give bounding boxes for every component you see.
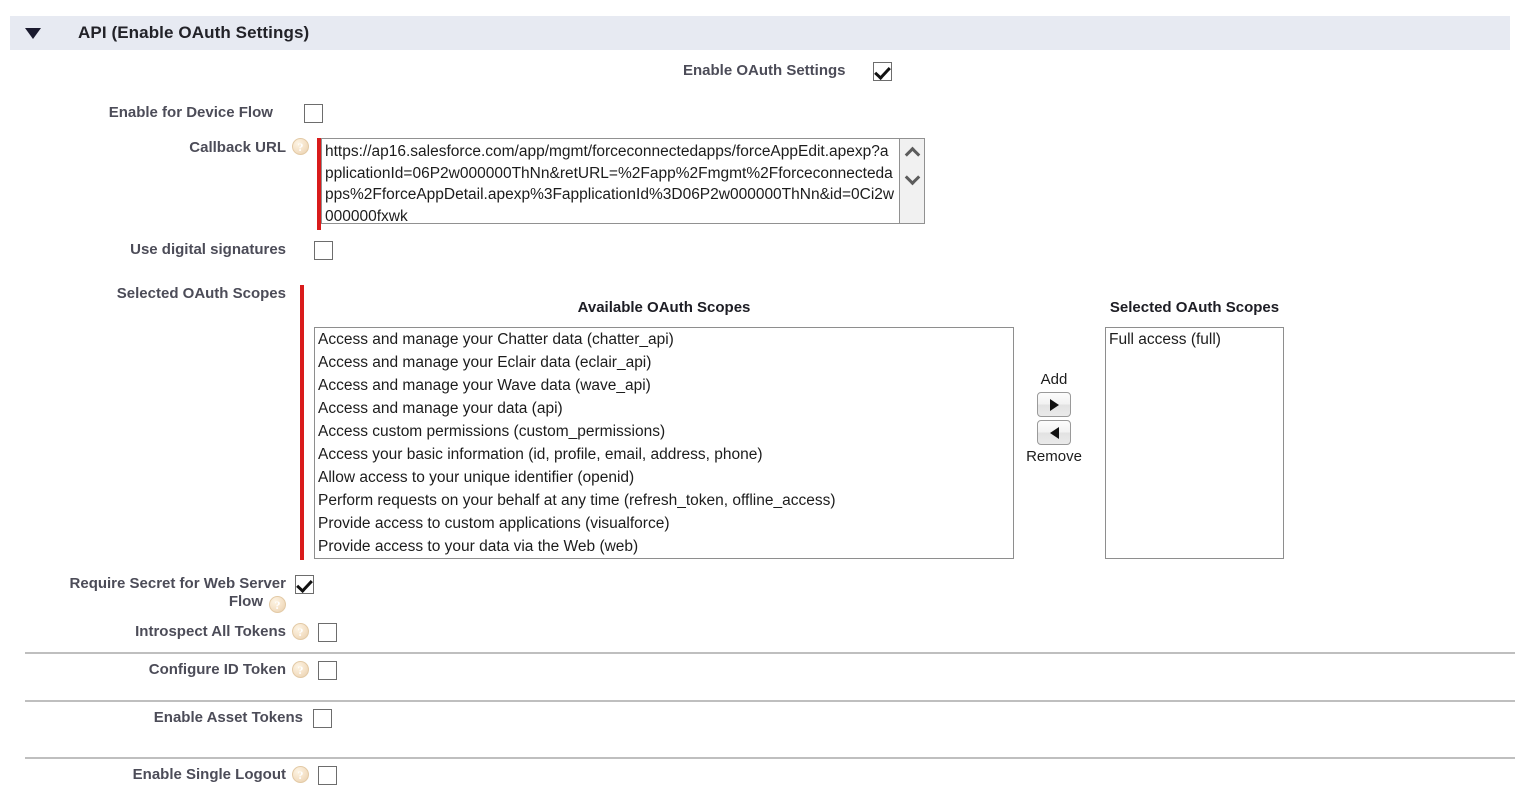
field-introspect-all-tokens: Introspect All Tokens ?: [110, 623, 337, 642]
help-question-icon[interactable]: ?: [292, 661, 309, 678]
callback-url-input[interactable]: https://ap16.salesforce.com/app/mgmt/for…: [321, 138, 899, 224]
add-scope-button[interactable]: [1037, 392, 1071, 417]
remove-scope-button[interactable]: [1037, 420, 1071, 445]
list-item[interactable]: Access and manage your Wave data (wave_a…: [318, 377, 651, 394]
add-button-caption: Add: [1040, 371, 1068, 388]
selected-scopes-header: Selected OAuth Scopes: [1109, 299, 1280, 316]
required-indicator: [317, 138, 321, 230]
required-indicator-scopes: [300, 285, 304, 560]
field-enable-single-logout: Enable Single Logout ?: [112, 766, 337, 785]
divider: [25, 757, 1515, 759]
checkbox-enable-oauth-settings[interactable]: [872, 62, 892, 81]
field-label-callback-url: Callback URL: [189, 139, 286, 156]
triangle-down-icon: [25, 27, 41, 39]
remove-button-caption: Remove: [1026, 448, 1082, 465]
list-item[interactable]: Full access (full): [1109, 331, 1221, 348]
checkbox-configure-id-token[interactable]: [318, 661, 337, 680]
list-item[interactable]: Perform requests on your behalf at any t…: [318, 492, 836, 509]
list-item[interactable]: Access and manage your Eclair data (ecla…: [318, 354, 652, 371]
field-enable-oauth-settings: Enable OAuth Settings: [683, 62, 892, 81]
available-scopes-panel: Available OAuth Scopes: [314, 299, 1014, 316]
triangle-left-icon: [1049, 426, 1059, 439]
available-scopes-listbox[interactable]: Access and manage your Chatter data (cha…: [314, 327, 1014, 559]
list-item[interactable]: Access your basic information (id, profi…: [318, 446, 763, 463]
field-require-secret-web-server-flow: Require Secret for Web Server Flow?: [40, 575, 314, 613]
list-item[interactable]: Provide access to custom applications (v…: [318, 515, 670, 532]
field-label-selected-oauth-scopes: Selected OAuth Scopes: [116, 285, 286, 302]
list-item[interactable]: Access and manage your Chatter data (cha…: [318, 331, 674, 348]
divider: [25, 652, 1515, 654]
field-label-enable-asset-tokens: Enable Asset Tokens: [153, 709, 303, 726]
field-enable-asset-tokens: Enable Asset Tokens: [114, 709, 332, 728]
list-item[interactable]: Access custom permissions (custom_permis…: [318, 423, 666, 440]
list-item[interactable]: Access and manage your data (api): [318, 400, 563, 417]
field-label-configure-id-token: Configure ID Token: [148, 661, 286, 678]
divider: [25, 700, 1515, 702]
field-label-require-secret-line1: Require Secret for Web Server: [69, 575, 286, 592]
field-label-enable-oauth-settings: Enable OAuth Settings: [683, 62, 846, 79]
field-label-enable-for-device-flow: Enable for Device Flow: [108, 104, 273, 121]
selected-scopes-listbox[interactable]: Full access (full): [1105, 327, 1284, 559]
field-label-use-digital-signatures: Use digital signatures: [130, 241, 286, 258]
field-use-digital-signatures: Use digital signatures: [107, 241, 333, 260]
checkbox-enable-for-device-flow[interactable]: [304, 104, 323, 123]
checkbox-use-digital-signatures[interactable]: [314, 241, 333, 260]
checkbox-require-secret-web-server-flow[interactable]: [295, 575, 314, 594]
section-header-api-oauth[interactable]: API (Enable OAuth Settings): [10, 16, 1510, 50]
checkbox-enable-asset-tokens[interactable]: [313, 709, 332, 728]
help-question-icon[interactable]: ?: [269, 596, 286, 613]
field-label-require-secret-line2: Flow: [228, 593, 263, 610]
list-item[interactable]: Provide access to your data via the Web …: [318, 538, 639, 555]
field-enable-for-device-flow: Enable for Device Flow: [97, 104, 323, 123]
chevron-up-icon[interactable]: [906, 149, 919, 157]
field-label-introspect-all-tokens: Introspect All Tokens: [135, 623, 286, 640]
page-title: API (Enable OAuth Settings): [78, 23, 310, 42]
checkbox-enable-single-logout[interactable]: [318, 766, 337, 785]
field-callback-url: Callback URL ? https://ap16.salesforce.c…: [170, 138, 925, 230]
chevron-down-icon[interactable]: [906, 171, 919, 179]
collapse-toggle[interactable]: [10, 27, 56, 39]
help-question-icon[interactable]: ?: [292, 138, 309, 155]
field-selected-oauth-scopes: Selected OAuth Scopes: [92, 285, 304, 560]
callback-url-scrollbar[interactable]: [899, 138, 925, 224]
scope-transfer-controls: Add Remove: [1021, 371, 1087, 466]
field-configure-id-token: Configure ID Token ?: [125, 661, 337, 680]
help-question-icon[interactable]: ?: [292, 766, 309, 783]
selected-scopes-panel: Selected OAuth Scopes: [1105, 299, 1284, 316]
callback-url-input-wrap: https://ap16.salesforce.com/app/mgmt/for…: [321, 138, 925, 224]
help-question-icon[interactable]: ?: [292, 623, 309, 640]
field-label-enable-single-logout: Enable Single Logout: [132, 766, 286, 783]
checkbox-introspect-all-tokens[interactable]: [318, 623, 337, 642]
list-item[interactable]: Allow access to your unique identifier (…: [318, 469, 635, 486]
available-scopes-header: Available OAuth Scopes: [577, 299, 751, 316]
triangle-right-icon: [1049, 398, 1059, 411]
